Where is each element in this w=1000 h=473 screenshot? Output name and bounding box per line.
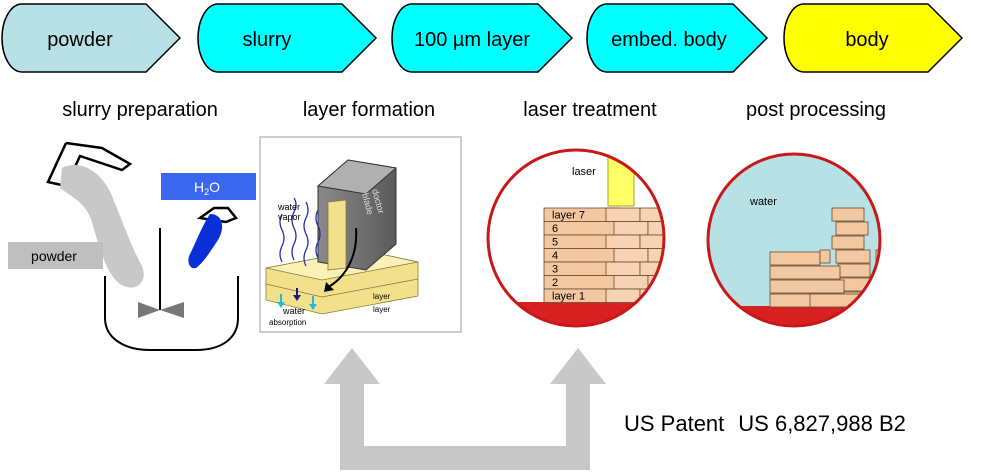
patent-text: US Patent US 6,827,988 B2 — [624, 411, 906, 436]
post-processing-panel: water — [706, 152, 882, 328]
post-brick — [835, 249, 871, 264]
powder-stream — [60, 165, 144, 288]
process-step-slurry: slurry — [197, 3, 378, 73]
stage-title-layer-formation: layer formation — [303, 99, 435, 121]
stirrer-blade-right — [160, 302, 184, 318]
vapor-squiggle — [303, 201, 309, 267]
mixing-beaker — [104, 276, 239, 351]
laser-layer-label: layer 1 — [552, 291, 585, 303]
laser-brick — [639, 234, 664, 249]
absorption-label: absorption — [269, 318, 306, 327]
laser-brick — [613, 221, 649, 236]
water-vapor-label-1: water — [277, 202, 300, 212]
laser-layer-label: 5 — [552, 237, 558, 249]
absorption-arrowhead — [309, 304, 317, 310]
laser-brick — [605, 207, 641, 222]
process-step-shape — [783, 3, 964, 73]
laser-brick — [639, 207, 664, 222]
slurry-in-blade — [327, 199, 347, 271]
post-brick — [809, 293, 880, 308]
layer-label-bottom: layer — [373, 305, 391, 314]
patent-number: US 6,827,988 B2 — [738, 411, 906, 436]
post-brick — [831, 235, 865, 250]
laser-brick — [647, 248, 664, 263]
doctor-blade-top — [316, 159, 398, 195]
laser-brick — [647, 221, 664, 236]
vapor-squiggle — [279, 213, 285, 263]
laser-layer-label: layer 7 — [552, 210, 585, 222]
laser-brick — [605, 234, 641, 249]
laser-layer-label: 3 — [552, 264, 558, 276]
stage-title-slurry-preparation: slurry preparation — [62, 99, 218, 121]
post-brick — [837, 263, 871, 278]
layer-label-top: layer — [373, 292, 391, 301]
post-base-plate — [708, 306, 880, 326]
movement-arrowhead — [324, 282, 334, 292]
stage-title-post-processing: post processing — [746, 99, 886, 121]
post-brick — [769, 279, 845, 294]
laser-circle-border — [486, 148, 666, 328]
process-step-100um-layer: 100 µm layer — [391, 3, 574, 73]
post-water-label: water — [749, 196, 777, 208]
h2o-label: H2O — [194, 179, 220, 197]
laser-brick — [613, 275, 649, 290]
laser-treatment-panel: layer 76 54 32 layer 1 laser — [486, 148, 666, 328]
process-step-label: body — [845, 29, 888, 51]
slurry-preparation-panel: H2O powder — [8, 141, 256, 351]
process-step-label: powder — [47, 29, 113, 51]
water-stream — [188, 214, 223, 269]
feedback-arrows — [324, 348, 606, 470]
process-step-powder: powder — [1, 3, 182, 73]
laser-layer-label: 4 — [552, 250, 558, 262]
process-step-label: slurry — [243, 29, 292, 51]
laser-layer-label: 2 — [552, 277, 558, 289]
water-vapor-label-2: vapor — [278, 212, 301, 222]
laser-brick — [605, 288, 641, 303]
stirrer-blade-left — [138, 302, 160, 318]
process-step-label: embed. body — [611, 29, 727, 51]
layer-boundary — [265, 283, 323, 298]
post-brick — [819, 249, 831, 264]
layer-boundary — [321, 278, 419, 298]
water-label: water — [282, 306, 305, 316]
post-brick — [831, 207, 865, 222]
powder-label: powder — [31, 248, 77, 264]
h2o-label-box — [161, 173, 256, 200]
process-step-embed-body: embed. body — [586, 3, 769, 73]
movement-arrow — [329, 227, 358, 287]
post-brick — [769, 265, 841, 280]
process-step-shape — [391, 3, 574, 73]
absorption-arrowhead-dark — [293, 295, 301, 301]
stage-title-laser-treatment: laser treatment — [523, 99, 657, 121]
powder-container-outline — [46, 141, 133, 188]
laser-base-plate — [488, 302, 664, 326]
post-circle-border — [706, 152, 882, 328]
post-brick — [835, 221, 869, 236]
process-step-shape — [586, 3, 769, 73]
laser-brick — [605, 261, 641, 276]
process-step-label: 100 µm layer — [414, 29, 530, 51]
layer-formation-panel: doctor blade water vapor layer layer wat… — [259, 136, 462, 333]
laser-layer-label: 6 — [552, 223, 558, 235]
water-container-outline — [196, 206, 239, 224]
process-step-shape — [197, 3, 378, 73]
patent-prefix: US Patent — [624, 411, 724, 436]
process-step-body: body — [783, 3, 964, 73]
laser-brick — [613, 248, 649, 263]
powder-label-box — [8, 242, 103, 269]
vapor-squiggle — [315, 209, 321, 259]
process-step-shape — [1, 3, 182, 73]
post-brick-stack — [769, 207, 880, 308]
post-brick — [769, 251, 821, 266]
vapor-squiggle — [291, 197, 297, 261]
laser-label: laser — [572, 166, 596, 178]
absorption-arrowhead — [277, 302, 285, 308]
